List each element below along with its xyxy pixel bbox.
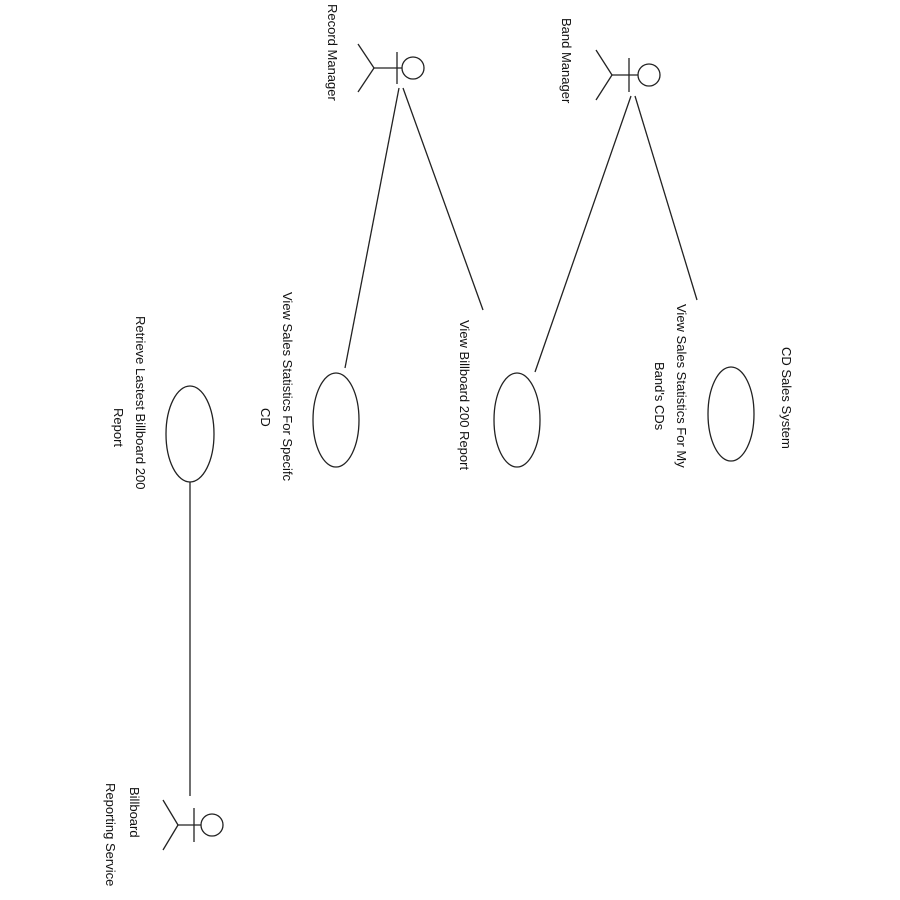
actor-head — [200, 813, 224, 837]
association-record-manager-billboard — [402, 87, 484, 311]
actor-band-manager — [595, 49, 661, 101]
actor-leg-left — [595, 49, 613, 76]
use-case-label-latest-billboard-line1: Retrieve Lastest Billboard 200 — [133, 316, 148, 489]
use-case-label-cd-sales-line2: CD — [258, 408, 273, 427]
association-band-manager-billboard — [534, 95, 632, 373]
actor-head — [401, 56, 425, 80]
association-record-manager-cd-stats — [344, 87, 400, 369]
actor-label-record-manager: Record Manager — [325, 4, 340, 101]
actor-leg-right — [357, 67, 375, 93]
actor-leg-right — [162, 824, 179, 851]
use-case-band-sales-stats — [707, 366, 755, 462]
actor-head — [637, 63, 661, 87]
actor-leg-left — [357, 43, 375, 69]
use-case-label-billboard-200: View Billboard 200 Report — [457, 320, 472, 470]
use-case-latest-billboard-report — [165, 385, 215, 483]
use-case-cd-sales-stats — [312, 372, 360, 468]
actor-record-manager — [357, 43, 425, 93]
association-band-manager-band-stats — [634, 95, 698, 301]
use-case-label-band-sales-line1: View Sales Statistics For My — [674, 304, 689, 468]
use-case-label-band-sales-line2: Band's CDs — [652, 362, 667, 431]
use-case-label-cd-sales-line1: View Sales Statistics For Specifc — [280, 292, 295, 482]
actor-billboard-reporting-service — [162, 799, 224, 851]
actor-label-band-manager: Band Manager — [559, 18, 574, 104]
use-case-billboard-200 — [493, 372, 541, 468]
actor-label-billboard-line1: Billboard — [127, 787, 142, 838]
actor-label-billboard-line2: Reporting Service — [103, 783, 118, 886]
system-name: CD Sales System — [779, 347, 794, 449]
use-case-label-latest-billboard-line2: Report — [111, 408, 126, 447]
actor-leg-right — [595, 74, 613, 101]
actor-leg-left — [162, 799, 179, 826]
